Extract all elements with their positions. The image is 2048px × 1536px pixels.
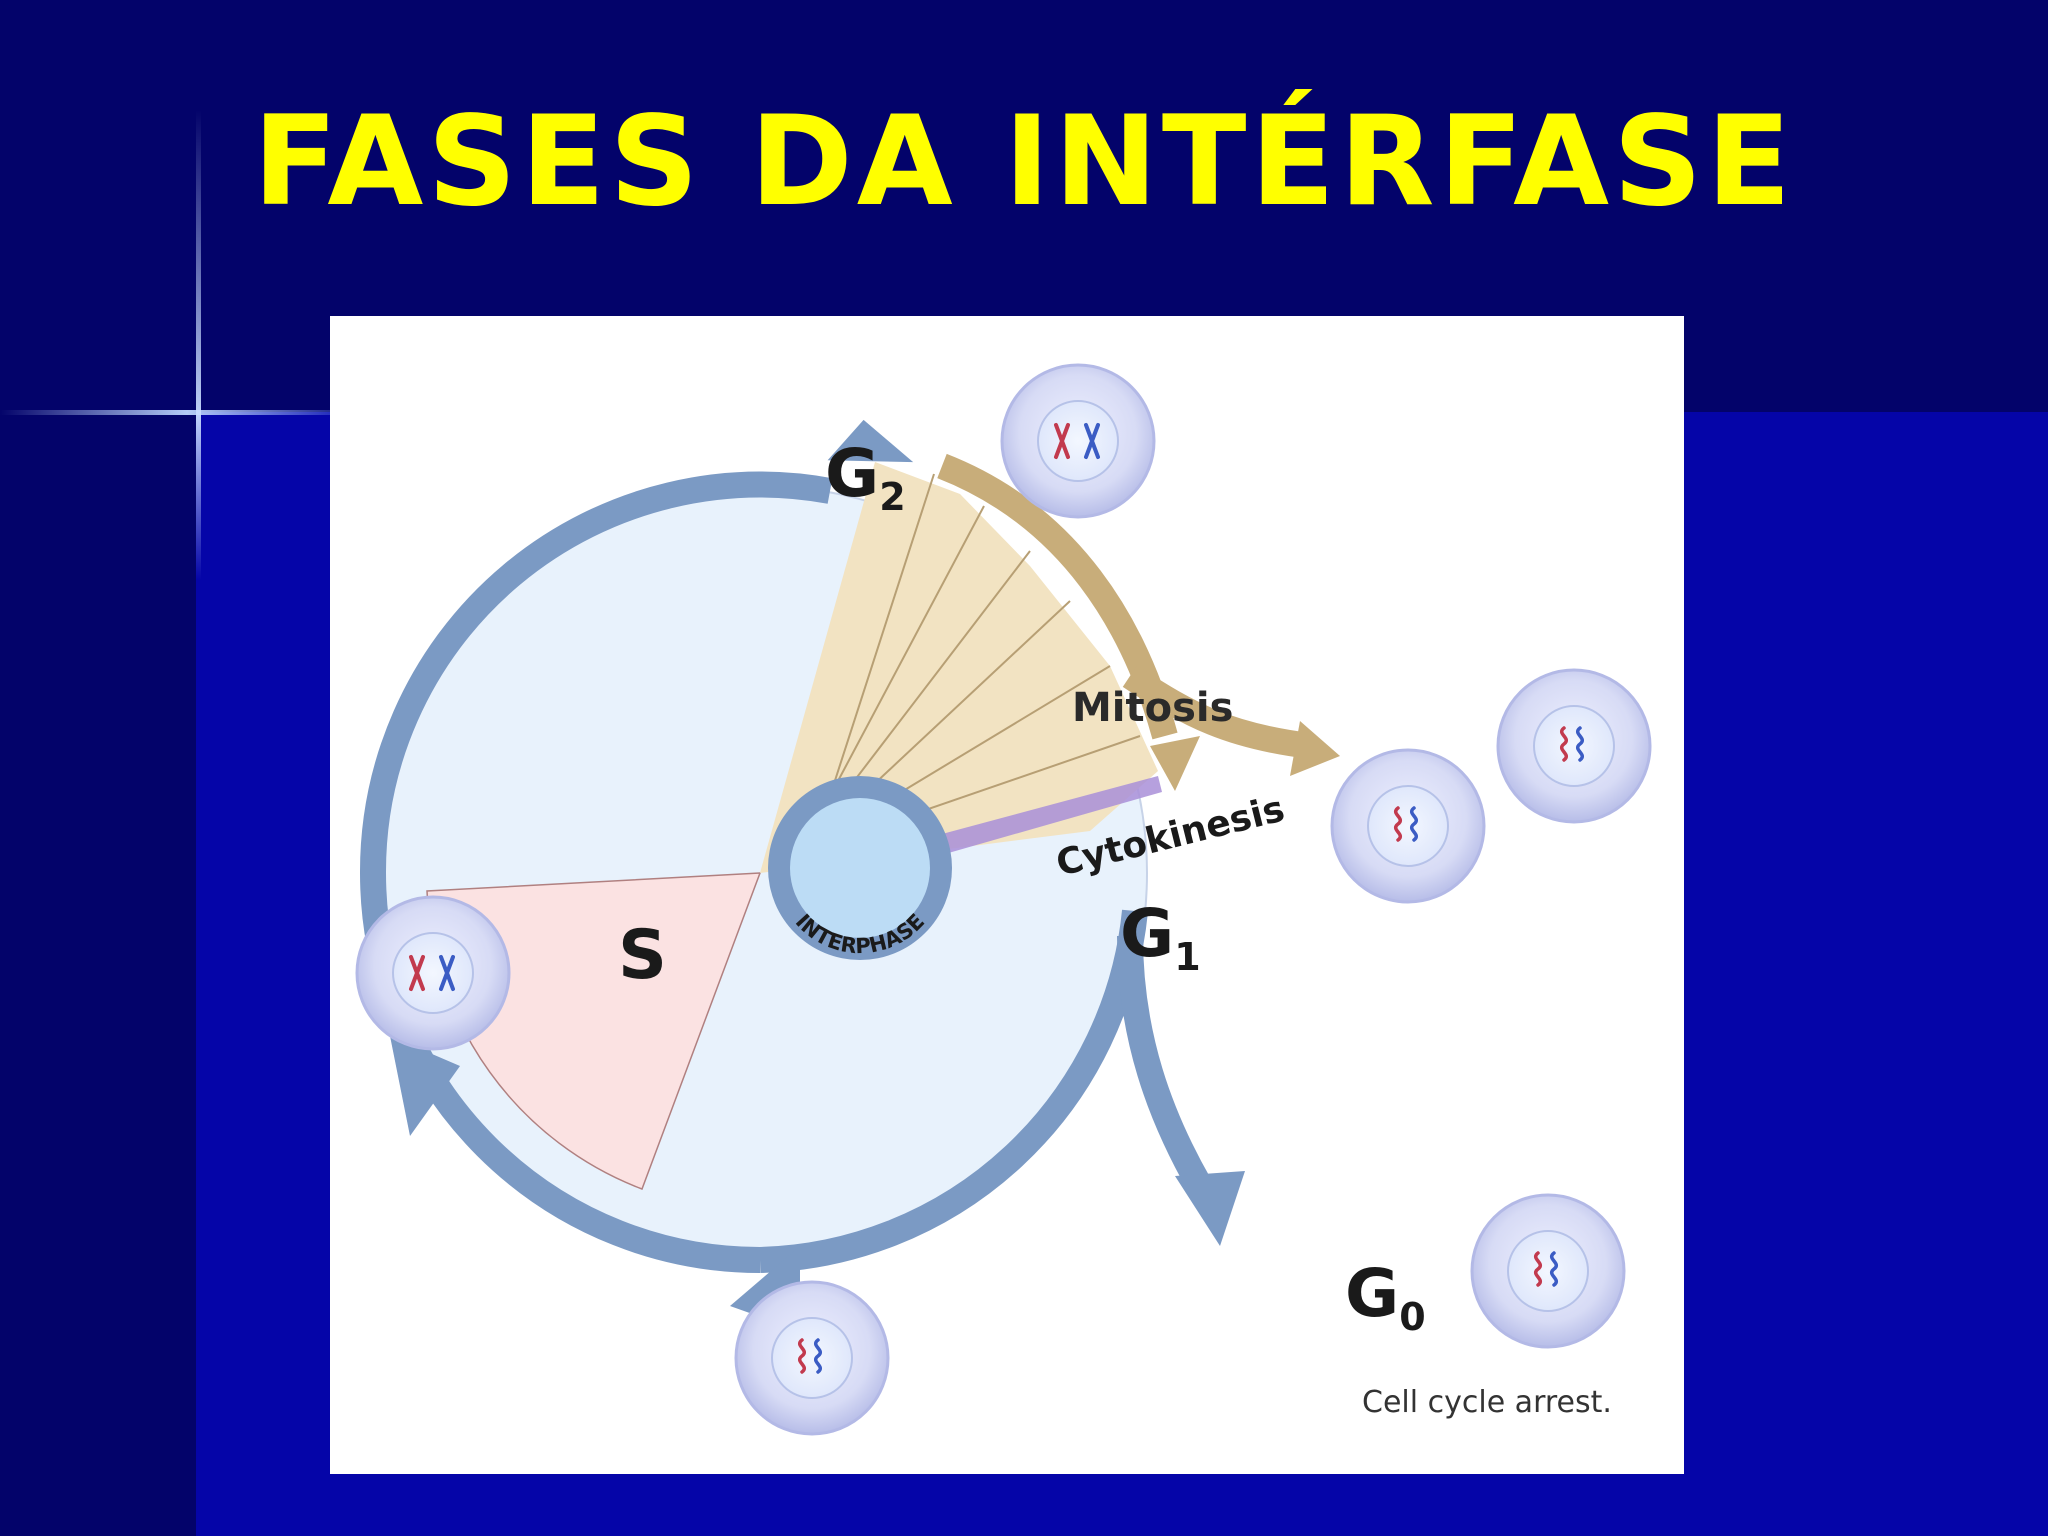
cycle-arrow-g2 [359, 471, 833, 874]
arrowhead-to-g2 [390, 1036, 460, 1136]
g0-caption: Cell cycle arrest. [1362, 1385, 1612, 1420]
label-s: S [618, 916, 667, 995]
arrowhead-to-mitosis [827, 419, 914, 463]
slide-title: FASES DA INTÉRFASE [252, 90, 1796, 234]
g0-arrowhead [1175, 1171, 1245, 1246]
cell-g0 [1470, 1193, 1626, 1349]
cell-daughter-right [1496, 668, 1652, 824]
mitosis-arrowhead-right [1290, 721, 1340, 776]
label-g0: G0 [1345, 1255, 1426, 1339]
cell-cycle-svg: INTERPHASE G2 S G1 G0 Mitosis Cytokinesi… [355, 363, 1652, 1436]
label-g1: G1 [1120, 895, 1201, 979]
cell-g1-s [734, 1280, 890, 1436]
mitosis-arrow-branch [1122, 665, 1312, 759]
label-g2: G2 [825, 435, 906, 519]
mitosis-arrowhead-down [1150, 736, 1200, 791]
label-mitosis: Mitosis [1072, 685, 1233, 731]
cell-g2-end [1000, 363, 1156, 519]
cell-daughter-g1 [1330, 748, 1486, 904]
mitosis-fan-rays [829, 473, 1141, 837]
mitosis-fan [760, 462, 1158, 873]
interphase-core [790, 798, 930, 938]
cycle-arrow-g1 [759, 909, 1148, 1273]
glow-line-horizontal [0, 410, 340, 415]
glow-line-vertical [196, 110, 201, 580]
cell-cycle-diagram: INTERPHASE G2 S G1 G0 Mitosis Cytokinesi… [330, 316, 1684, 1474]
cell-s-g2 [355, 895, 511, 1051]
g0-branch-arrow [1117, 935, 1212, 1193]
